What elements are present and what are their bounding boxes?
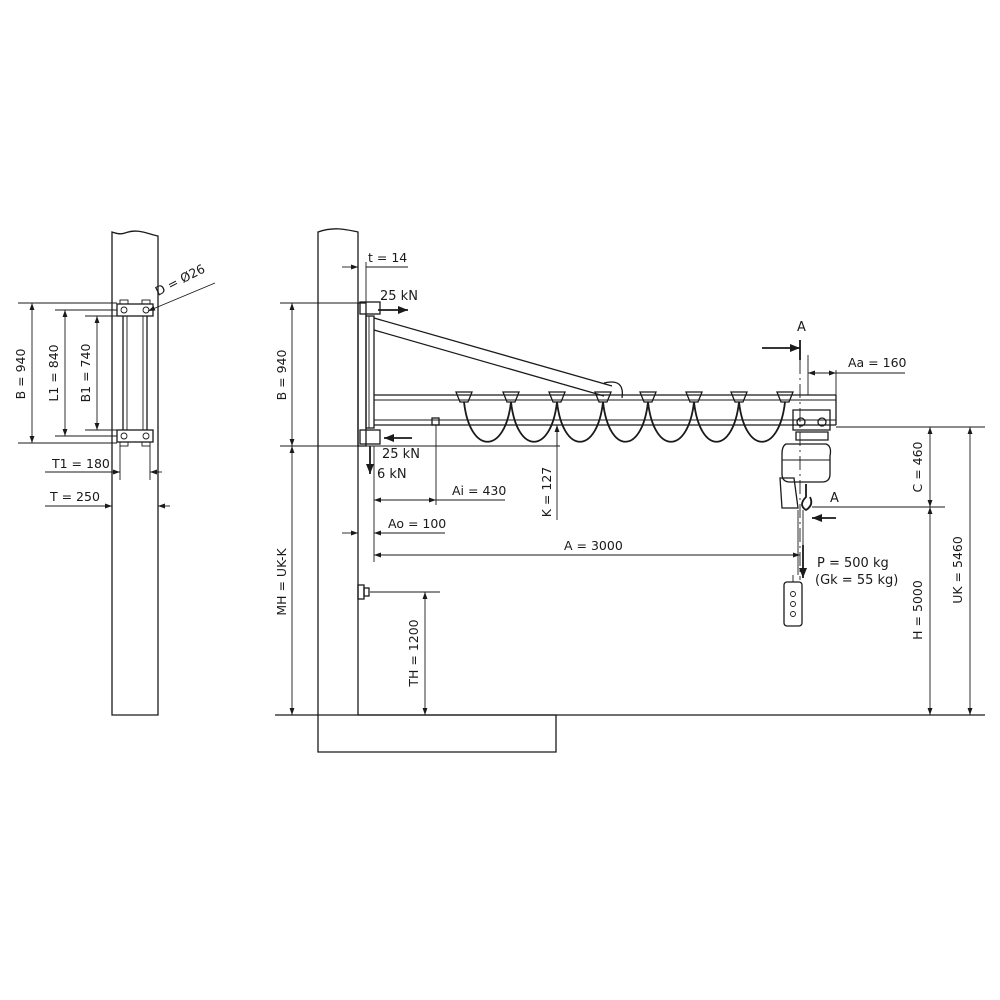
force-top-label: 25 kN	[380, 289, 418, 304]
dim-Ai: Ai = 430	[452, 483, 506, 498]
side-view: B = 940 L1 = 840 B1 = 740 D = Ø26 T1 = 1…	[13, 230, 216, 716]
dim-Aa: Aa = 160	[848, 355, 907, 370]
side-dim-D: D = Ø26	[153, 261, 208, 299]
dim-K: K = 127	[539, 467, 554, 517]
dim-B-main: B = 940	[274, 350, 289, 401]
column-fitting	[357, 584, 370, 600]
load-Gk: (Gk = 55 kg)	[815, 573, 898, 588]
force-vertical-label: 6 kN	[377, 467, 407, 482]
chain-hoist	[779, 409, 832, 575]
dim-UK: UK = 5460	[950, 536, 965, 604]
dim-C: C = 460	[910, 441, 925, 492]
section-A-bottom: A	[830, 491, 839, 506]
dim-MH: MH = UK-K	[274, 548, 289, 616]
side-dim-B: B = 940	[13, 349, 28, 400]
side-dim-T1: T1 = 180	[51, 456, 110, 471]
force-bottom-label: 25 kN	[382, 447, 420, 462]
side-dim-T: T = 250	[49, 489, 100, 504]
side-bracket	[116, 299, 154, 447]
dim-TH: TH = 1200	[406, 619, 421, 687]
jib-beam	[374, 394, 837, 426]
side-column	[111, 230, 159, 716]
tie-rod	[373, 317, 624, 399]
main-view: t = 14 25 kN 25 kN 6 kN B = 940 MH = UK-…	[274, 228, 985, 753]
cable-festoon	[455, 391, 794, 443]
load-P: P = 500 kg	[817, 556, 889, 571]
dim-Ao: Ao = 100	[388, 516, 446, 531]
side-dim-L1: L1 = 840	[46, 344, 61, 401]
dim-A: A = 3000	[564, 538, 623, 553]
main-column	[317, 228, 557, 753]
pendant-control	[783, 575, 803, 627]
dim-H: H = 5000	[910, 580, 925, 640]
side-dim-B1: B1 = 740	[78, 344, 93, 403]
section-A-top: A	[797, 320, 806, 335]
dim-t: t = 14	[368, 250, 407, 265]
